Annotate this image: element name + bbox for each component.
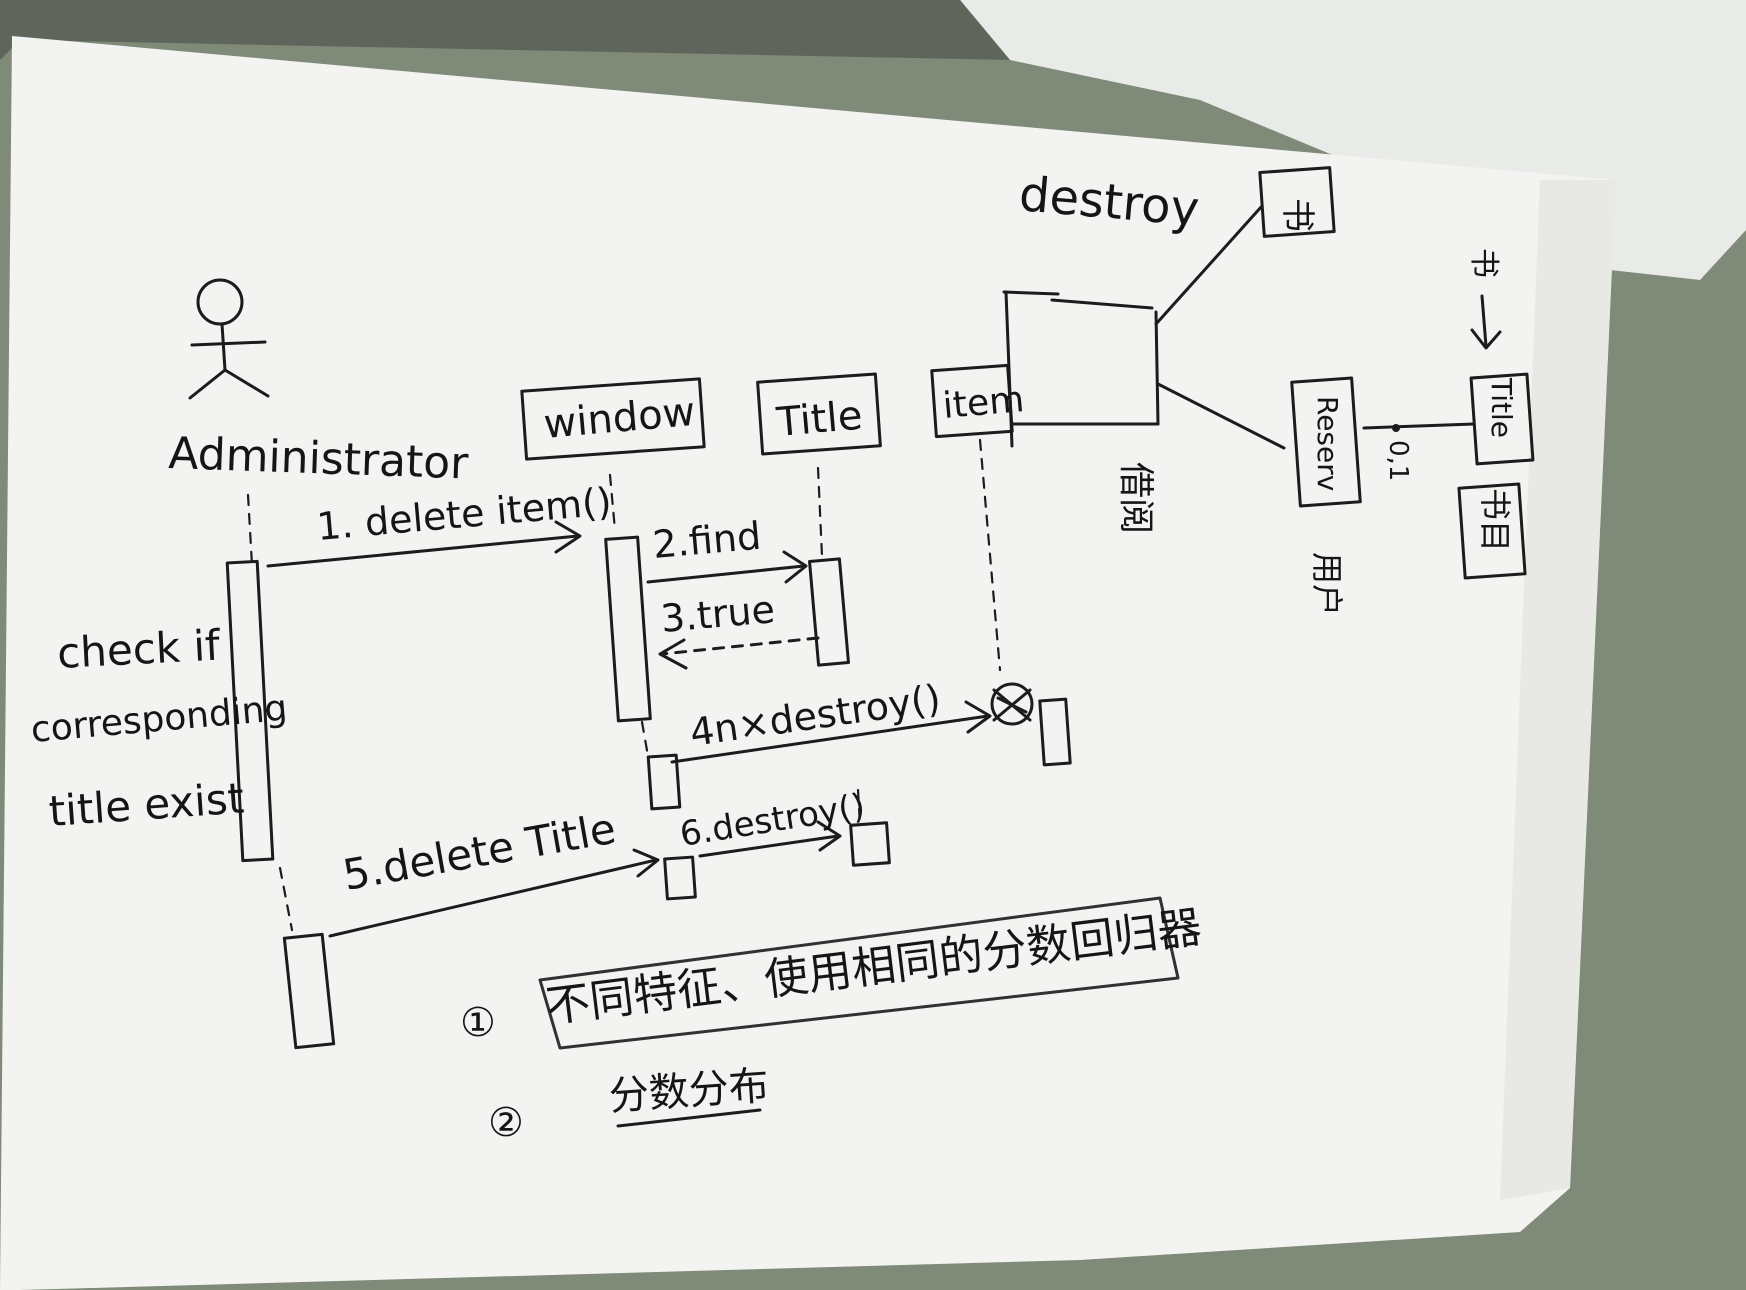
book-box-top xyxy=(1258,166,1336,238)
title-activation xyxy=(808,557,850,667)
note-2-number: ② xyxy=(488,1100,524,1146)
title-box xyxy=(1469,372,1535,466)
actor-activation-1 xyxy=(225,559,275,863)
book-catalog-box xyxy=(1457,482,1527,580)
title-box-label: Title xyxy=(1485,377,1518,438)
actor-administrator: Administrator xyxy=(168,278,470,489)
window-activation xyxy=(604,535,652,723)
item-activation xyxy=(1038,697,1072,767)
destroy-mark xyxy=(990,682,1034,726)
book-catalog-label: 书目 xyxy=(1476,488,1514,552)
stick-figure-icon xyxy=(196,278,244,326)
message-3: 3.true xyxy=(658,587,820,670)
lifeline-title: Title xyxy=(756,372,882,558)
note-line-1: check if xyxy=(56,620,222,678)
borrow-label: 借阅 xyxy=(1115,462,1156,534)
user-label: 用户 xyxy=(1308,552,1346,616)
window-activation-2 xyxy=(646,753,682,811)
table-shadow xyxy=(0,0,1010,60)
actor-label: Administrator xyxy=(168,428,470,489)
paper-fold-shade xyxy=(1500,180,1616,1200)
actor-activation-2 xyxy=(282,932,336,1050)
note-1-number: ① xyxy=(460,1000,496,1046)
reserv-label: Reserv xyxy=(1311,396,1344,491)
reserv-box xyxy=(1290,376,1362,508)
message-2: 2.find xyxy=(646,514,808,584)
multiplicity-label: 0,1 xyxy=(1383,440,1413,481)
lifeline-title-label: Title xyxy=(774,393,864,446)
book-box-top-label: 书 xyxy=(1277,198,1317,232)
note-2: ② 分数分布 xyxy=(488,1063,770,1146)
lifeline-item-label: item xyxy=(941,379,1026,427)
message-3-label: 3.true xyxy=(659,587,777,641)
message-2-label: 2.find xyxy=(651,514,763,567)
title-activation-2 xyxy=(849,821,891,867)
main-paper xyxy=(0,36,1616,1290)
arrow-label: 书 xyxy=(1466,248,1501,278)
window-activation-3 xyxy=(663,855,697,901)
